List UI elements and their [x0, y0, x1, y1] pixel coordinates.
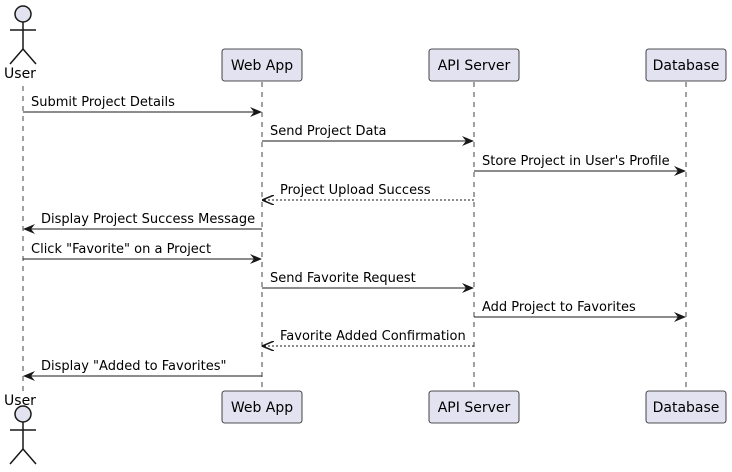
message-label: Store Project in User's Profile — [482, 154, 670, 169]
participant-label: Database — [653, 58, 720, 74]
message-label: Display Project Success Message — [41, 212, 255, 227]
actor-left-leg — [9, 48, 24, 65]
actor-label: User — [4, 66, 36, 82]
actor-right-leg — [22, 48, 37, 65]
actor-head — [14, 5, 32, 23]
participant-webapp-bottom: Web App — [221, 390, 303, 424]
participant-box — [645, 390, 727, 424]
message-8: Add Project to Favorites — [474, 300, 686, 322]
message-10: Display "Added to Favorites" — [23, 359, 262, 381]
message-7: Send Favorite Request — [262, 271, 474, 293]
participant-box — [645, 48, 727, 82]
message-label: Display "Added to Favorites" — [41, 359, 226, 374]
message-6: Click "Favorite" on a Project — [23, 242, 262, 264]
message-label: Send Project Data — [270, 124, 387, 139]
message-3: Store Project in User's Profile — [474, 154, 686, 176]
message-label: Favorite Added Confirmation — [280, 329, 466, 344]
participant-db-top: Database — [645, 48, 727, 82]
participant-box — [428, 48, 520, 82]
participant-label: Web App — [231, 400, 293, 416]
message-4: Project Upload Success — [263, 183, 474, 200]
participant-box — [221, 48, 303, 82]
actor-left-leg — [9, 448, 24, 465]
participant-api-bottom: API Server — [428, 390, 520, 424]
participant-db-bottom: Database — [645, 390, 727, 424]
message-label: Send Favorite Request — [270, 271, 416, 286]
message-label: Project Upload Success — [280, 183, 431, 198]
actor-label: User — [4, 393, 36, 409]
participant-api-top: API Server — [428, 48, 520, 82]
actor-figure-top: User — [4, 5, 37, 82]
participant-label: API Server — [438, 400, 511, 416]
actor-figure-bottom: User — [4, 393, 37, 465]
message-1: Submit Project Details — [23, 95, 262, 117]
message-9: Favorite Added Confirmation — [263, 329, 474, 346]
message-5: Display Project Success Message — [23, 212, 262, 234]
participant-box — [221, 390, 303, 424]
participant-label: API Server — [438, 58, 511, 74]
message-2: Send Project Data — [262, 124, 474, 146]
actor-right-leg — [22, 448, 37, 465]
participant-webapp-top: Web App — [221, 48, 303, 82]
message-label: Add Project to Favorites — [482, 300, 636, 315]
participant-label: Web App — [231, 58, 293, 74]
participant-label: Database — [653, 400, 720, 416]
message-label: Click "Favorite" on a Project — [31, 242, 211, 257]
message-label: Submit Project Details — [31, 95, 175, 110]
participant-box — [428, 390, 520, 424]
